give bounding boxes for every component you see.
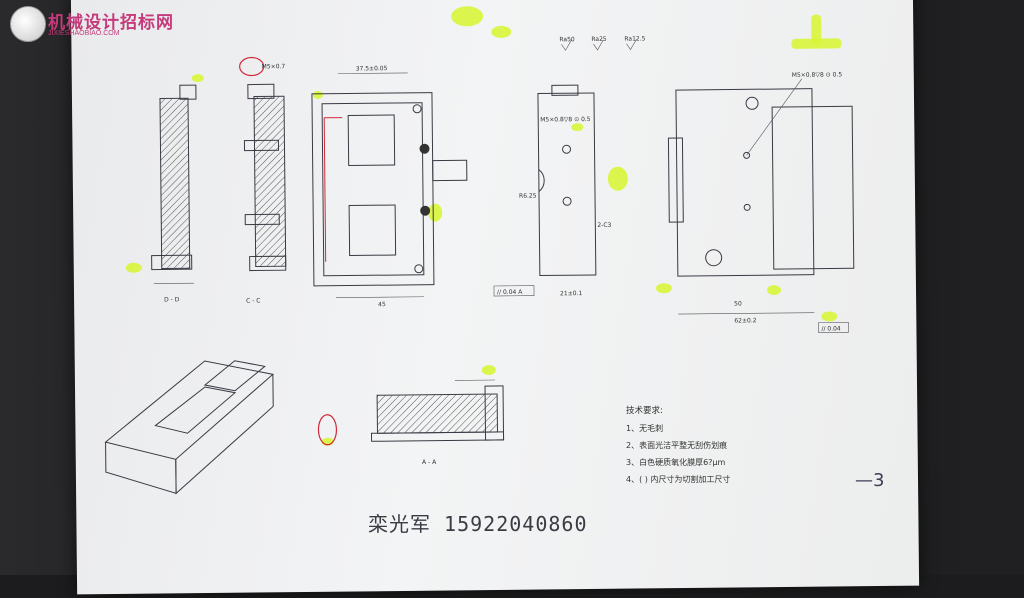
view-side: R6.25 2-C3 M5×0.8▽8 ⊙ 0.5 21±0.1 // 0.04…	[492, 85, 612, 298]
drawing-sheet: Ra50 Ra25 Ra12.5 D - D M5×0.7 C - C	[71, 0, 919, 594]
dim-line	[338, 73, 408, 74]
hole	[706, 250, 722, 266]
dimension-text: 37.5±0.05	[356, 65, 388, 72]
highlight-mark	[428, 204, 442, 222]
outline	[322, 103, 424, 276]
center-mark	[419, 144, 429, 154]
highlight-mark	[482, 365, 496, 375]
dimension-text: 21±0.1	[560, 290, 582, 297]
roughness-symbols: Ra50 Ra25 Ra12.5	[559, 35, 645, 50]
hole	[746, 97, 758, 109]
pocket	[349, 205, 396, 255]
arc	[539, 169, 545, 191]
technical-drawing: Ra50 Ra25 Ra12.5 D - D M5×0.7 C - C	[71, 0, 919, 594]
section-label: C - C	[246, 297, 260, 304]
section-hatch	[377, 394, 497, 433]
hole	[744, 204, 750, 210]
highlight-mark	[192, 74, 204, 82]
dim-line	[336, 297, 424, 298]
roughness-label: Ra25	[591, 36, 607, 43]
hole	[413, 105, 421, 113]
hole	[562, 145, 570, 153]
pocket	[348, 115, 395, 165]
highlight-mark	[608, 167, 628, 191]
dimension-text: 62±0.2	[734, 317, 756, 324]
section-hatch	[160, 98, 190, 268]
technical-requirements: 技术要求: 1、无毛刺 2、表面光洁平整无刮伤划痕 3、白色硬质氧化膜厚6?μm…	[626, 403, 730, 488]
tolerance-text: // 0.04	[821, 325, 841, 332]
section-hatch	[254, 96, 286, 266]
step	[668, 138, 683, 222]
view-c-c: M5×0.7 C - C	[240, 57, 288, 304]
watermark-url: JIXIESHAOBIAO.COM	[48, 30, 120, 37]
dimension-text: 45	[378, 301, 386, 308]
highlight-mark	[821, 311, 837, 321]
dimension-text: R6.25	[519, 193, 537, 200]
page-mark: —3	[855, 470, 884, 491]
outline	[371, 432, 503, 441]
highlight-mark	[811, 15, 821, 45]
iso-pocket	[155, 387, 235, 434]
iso-face	[106, 441, 177, 494]
tolerance-text: // 0.04 A	[497, 289, 523, 296]
highlight-mark	[571, 123, 583, 131]
highlight-mark	[451, 6, 483, 26]
view-front: 37.5±0.05 45	[312, 64, 469, 309]
view-right: M5×0.8▽8 ⊙ 0.5 62±0.2 50 // 0.04	[668, 71, 855, 334]
boss	[433, 160, 467, 180]
dimension-text: 50	[734, 300, 742, 307]
highlight-mark	[313, 91, 323, 99]
tech-heading: 技术要求:	[626, 403, 730, 420]
iso-face	[175, 374, 274, 493]
dimension-text: 2-C3	[597, 222, 611, 229]
outline	[312, 93, 434, 286]
iso-pocket	[205, 360, 265, 391]
tech-item: 1、无毛刺	[626, 420, 730, 437]
section-label: D - D	[164, 296, 180, 303]
watermark-logo-icon	[10, 6, 46, 42]
dimension-text: M5×0.8▽8 ⊙ 0.5	[792, 71, 843, 79]
leader-line	[746, 79, 803, 156]
hole	[563, 197, 571, 205]
dim-line	[678, 313, 814, 314]
roughness-label: Ra50	[559, 36, 575, 43]
tech-item: 2、表面光洁平整无刮伤划痕	[626, 437, 730, 454]
dimension-text: M5×0.8▽8 ⊙ 0.5	[540, 116, 591, 124]
highlight-mark	[491, 26, 511, 38]
outline	[676, 89, 814, 276]
signature-line: 栾光军 15922040860	[368, 508, 588, 537]
hole	[415, 265, 423, 273]
red-line-annotation	[324, 118, 326, 262]
highlighter-marks	[123, 2, 846, 447]
thread-note: M5×0.7	[262, 63, 286, 70]
tech-item: 3、白色硬质氧化膜厚6?μm	[626, 454, 730, 471]
tech-item: 4、( ) 内尺寸为切割加工尺寸	[626, 471, 730, 488]
red-circle-annotation	[240, 57, 264, 75]
highlight-mark	[126, 263, 142, 273]
iso-face	[105, 360, 274, 460]
view-isometric	[105, 360, 274, 494]
highlight-mark	[767, 285, 781, 295]
view-a-a	[318, 380, 504, 445]
highlight-mark	[656, 283, 672, 293]
section-label-aa: A - A	[422, 459, 436, 466]
outline	[180, 85, 196, 99]
watermark: 机械设计招标网 JIXIESHAOBIAO.COM	[6, 4, 166, 42]
view-d-d: D - D	[150, 85, 198, 303]
